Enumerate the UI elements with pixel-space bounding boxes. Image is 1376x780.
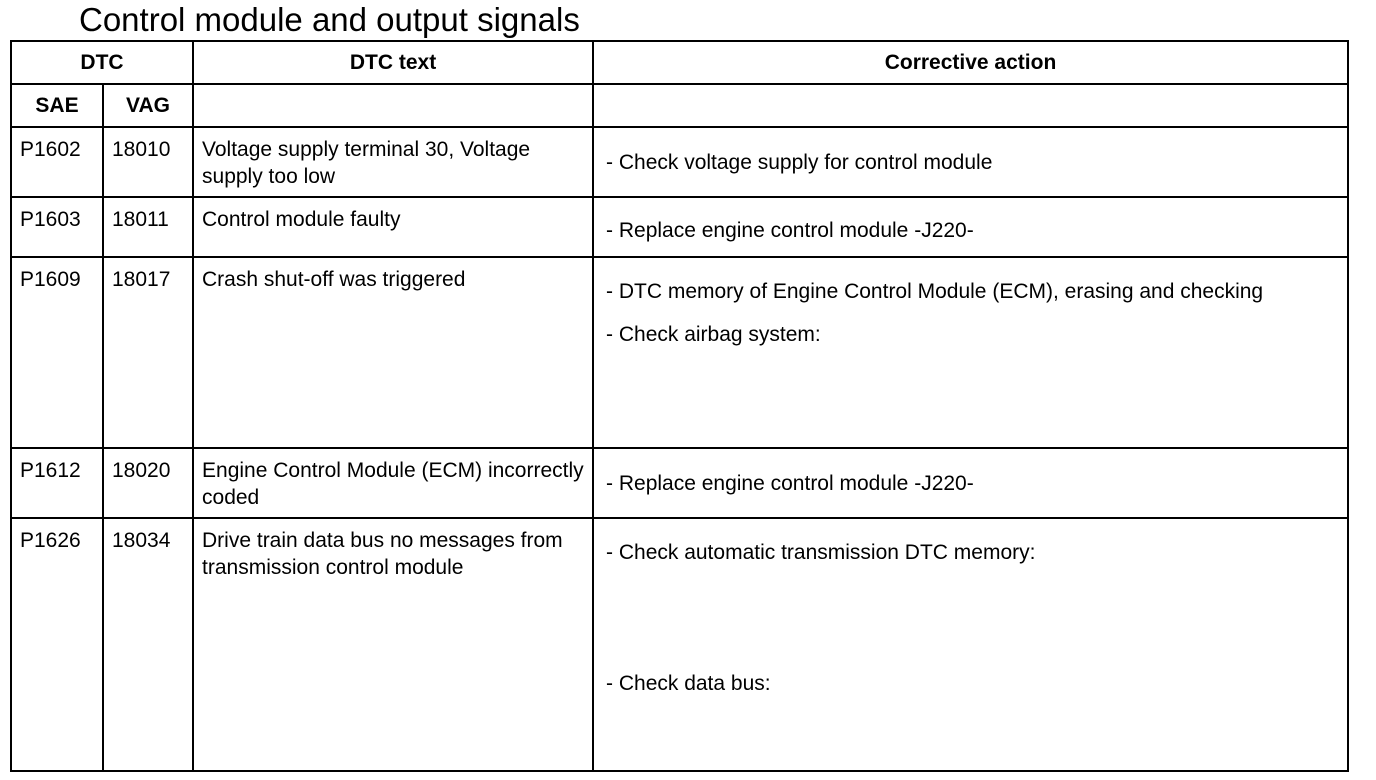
corrective-action: - Check automatic transmission DTC memor… (592, 517, 1349, 772)
table-row: P1603 18011 Control module faulty - Repl… (10, 196, 1349, 258)
vag-code: 18011 (101, 196, 195, 258)
header-sae: SAE (10, 83, 104, 128)
header-empty-text (192, 83, 595, 128)
dtc-text: Crash shut-off was triggered (192, 256, 595, 449)
table-row: P1626 18034 Drive train data bus no mess… (10, 517, 1349, 772)
corrective-action: - Replace engine control module -J220- (592, 447, 1349, 519)
header-dtc-text: DTC text (192, 40, 595, 85)
vag-code: 18010 (101, 126, 195, 198)
corrective-action: - Replace engine control module -J220- (592, 196, 1349, 258)
action-line: - Check automatic transmission DTC memor… (606, 541, 1036, 564)
table-row: P1602 18010 Voltage supply terminal 30, … (10, 126, 1349, 198)
table-subheader-row: SAE VAG (10, 83, 1349, 128)
action-line: - Replace engine control module -J220- (606, 471, 974, 495)
sae-code: P1626 (10, 517, 104, 772)
header-empty-action (592, 83, 1349, 128)
sae-code: P1609 (10, 256, 104, 449)
table-header-row: DTC DTC text Corrective action (9, 40, 1349, 85)
dtc-text: Control module faulty (192, 196, 595, 258)
action-line: - DTC memory of Engine Control Module (E… (606, 280, 1264, 303)
header-dtc: DTC (9, 40, 195, 85)
dtc-text: Voltage supply terminal 30, Voltage supp… (192, 126, 595, 198)
sae-code: P1612 (10, 447, 104, 519)
vag-code: 18017 (101, 256, 195, 449)
sae-code: P1602 (10, 126, 104, 198)
action-line: - Check voltage supply for control modul… (606, 150, 993, 174)
vag-code: 18020 (101, 447, 195, 519)
header-vag: VAG (101, 83, 195, 128)
page-title: Control module and output signals (79, 1, 580, 38)
corrective-action: - DTC memory of Engine Control Module (E… (592, 256, 1349, 449)
dtc-table: DTC DTC text Corrective action SAE VAG P… (9, 40, 1349, 772)
table-row: P1612 18020 Engine Control Module (ECM) … (10, 447, 1349, 519)
vag-code: 18034 (101, 517, 195, 772)
dtc-text: Drive train data bus no messages from tr… (192, 517, 595, 772)
corrective-action: - Check voltage supply for control modul… (592, 126, 1349, 198)
table-row: P1609 18017 Crash shut-off was triggered… (10, 256, 1349, 449)
dtc-text: Engine Control Module (ECM) incorrectly … (192, 447, 595, 519)
header-corrective-action: Corrective action (592, 40, 1349, 85)
sae-code: P1603 (10, 196, 104, 258)
action-line: - Replace engine control module -J220- (606, 219, 974, 242)
action-line: - Check data bus: (606, 672, 771, 695)
action-line: - Check airbag system: (606, 323, 821, 346)
